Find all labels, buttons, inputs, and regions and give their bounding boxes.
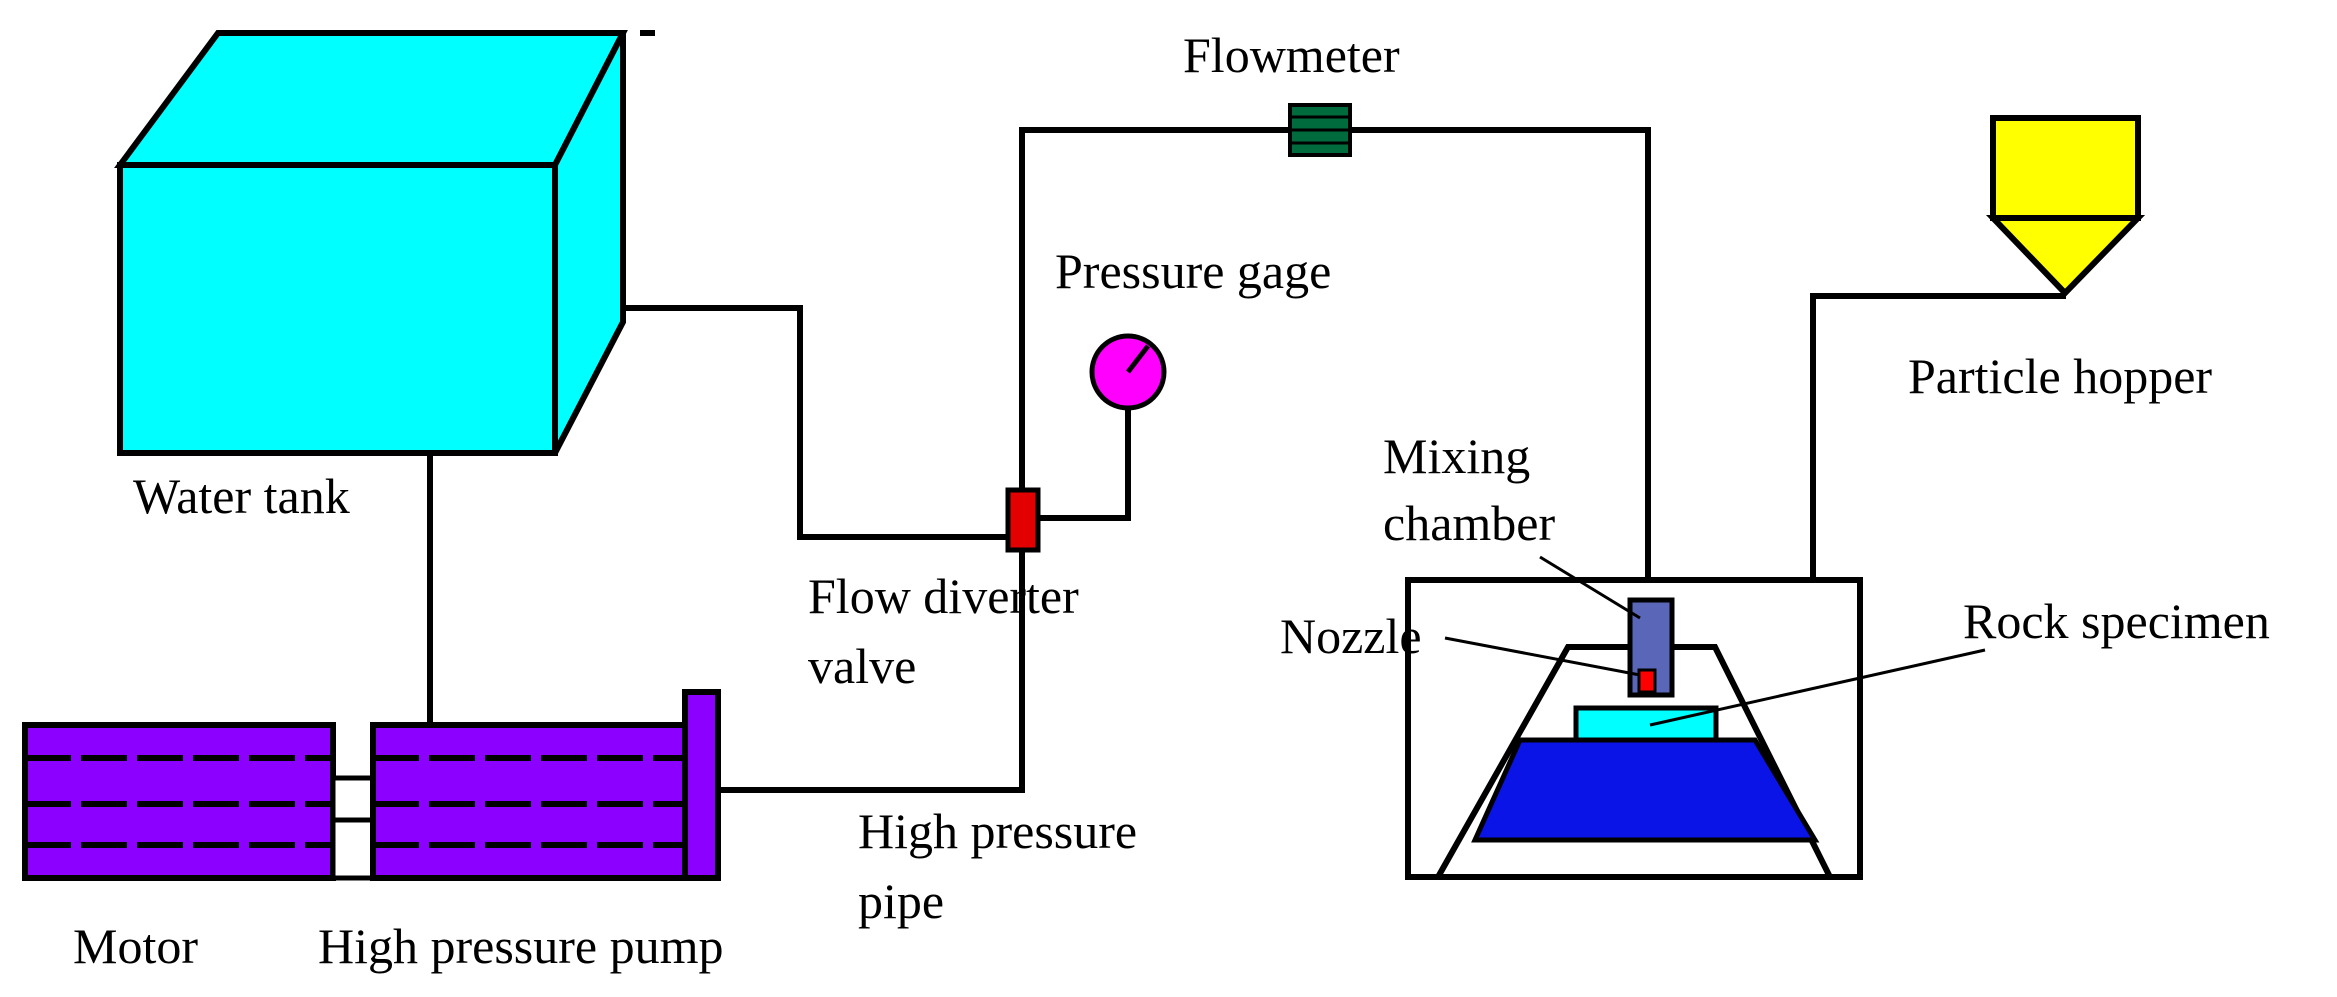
- label-high-pressure-pump: High pressure pump: [318, 918, 724, 974]
- label-water-tank: Water tank: [133, 468, 350, 524]
- rock-specimen: [1573, 705, 1719, 743]
- high-pressure-pipe: [715, 547, 1025, 793]
- water-tank: [114, 30, 655, 456]
- label-particle-hopper: Particle hopper: [1908, 348, 2212, 404]
- pressure-gage-needle: [1126, 344, 1150, 374]
- hopper-cone: [1985, 215, 2146, 298]
- motor: [22, 722, 336, 881]
- coupling-block: [330, 775, 376, 881]
- leader-mixing-chamber: [1539, 555, 1641, 620]
- pipe-hopper-to-mixing-chamber: [1669, 293, 2066, 628]
- particle-hopper: [1985, 115, 2146, 298]
- flowmeter: [1288, 103, 1352, 157]
- hopper-bin: [1990, 115, 2141, 221]
- label-flow-diverter-line1: Flow diverter: [808, 568, 1079, 624]
- water-tank-front: [117, 162, 558, 456]
- label-motor: Motor: [73, 918, 198, 974]
- pipe-flowmeter-to-mixing-chamber: [1347, 127, 1651, 603]
- pressure-gage: [1089, 333, 1167, 411]
- label-high-pressure-pipe-line1: High pressure: [858, 803, 1137, 859]
- pipes: [427, 127, 2066, 793]
- label-pressure-gage: Pressure gage: [1055, 243, 1331, 299]
- leader-nozzle: [1444, 636, 1641, 677]
- pipe-diverter-to-flowmeter: [1019, 127, 1293, 493]
- shaft-coupling: [330, 775, 376, 881]
- water-tank-top: [114, 30, 628, 168]
- flow-diverter-valve: [1005, 487, 1041, 553]
- nozzle-tip: [1637, 668, 1657, 694]
- label-high-pressure-pipe-line2: pipe: [858, 873, 944, 929]
- labels: Water tank Motor High pressure pump Flow…: [73, 27, 2270, 974]
- leader-rock-specimen: [1649, 648, 1986, 727]
- label-nozzle: Nozzle: [1280, 608, 1422, 664]
- label-flowmeter: Flowmeter: [1183, 27, 1400, 83]
- high-pressure-pump: [370, 689, 721, 881]
- test-chamber: [1405, 577, 1863, 880]
- label-rock-specimen: Rock specimen: [1963, 593, 2270, 649]
- leader-lines: [1444, 555, 1986, 727]
- pump-end-plate: [682, 689, 721, 881]
- label-mixing-chamber-line1: Mixing: [1383, 428, 1530, 484]
- support-base: [1471, 737, 1820, 843]
- pipe-tank-to-diverter: [617, 305, 1011, 540]
- pipe-diverter-to-gage: [1037, 402, 1131, 521]
- label-mixing-chamber-line2: chamber: [1383, 495, 1555, 551]
- label-flow-diverter-line2: valve: [808, 638, 916, 694]
